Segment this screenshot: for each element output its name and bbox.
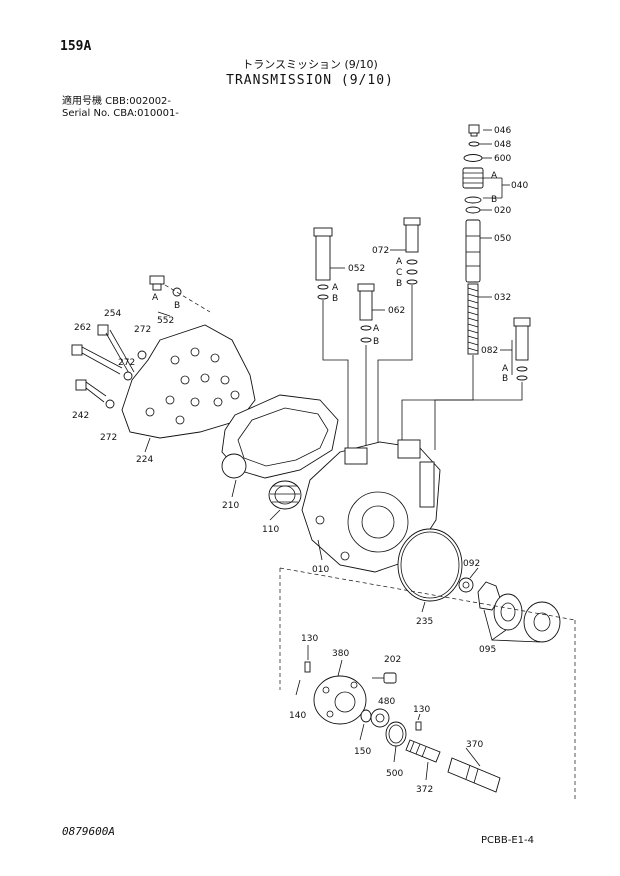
callout-224: 224 <box>136 455 153 465</box>
valve-082 <box>513 317 531 381</box>
letter-c-072: C <box>396 268 402 278</box>
valve-052 <box>313 227 333 300</box>
letter-a-052: A <box>332 283 339 293</box>
washer-272b <box>123 371 133 381</box>
shaft-370 <box>447 757 501 793</box>
callout-210: 210 <box>222 501 239 511</box>
switch-552 <box>149 275 182 297</box>
callout-262: 262 <box>74 323 91 333</box>
pump-housing-010 <box>301 439 441 573</box>
callout-095: 095 <box>479 645 496 655</box>
callout-272-c: 272 <box>100 433 117 443</box>
callout-242: 242 <box>72 411 89 421</box>
gear-set-095 <box>477 581 561 643</box>
callout-072: 072 <box>372 246 389 256</box>
letter-b-040: B <box>491 195 497 205</box>
callout-050: 050 <box>494 234 511 244</box>
callout-010: 010 <box>312 565 329 575</box>
callout-130-a: 130 <box>301 634 318 644</box>
pin-130-lower <box>415 721 422 731</box>
letter-b-552: B <box>174 301 180 311</box>
cover-plate-224 <box>121 324 256 439</box>
callout-202: 202 <box>384 655 401 665</box>
o-ring-235 <box>397 528 463 602</box>
bolt-242 <box>75 379 107 403</box>
gasket-210 <box>221 394 339 479</box>
callout-046: 046 <box>494 126 511 136</box>
callout-235: 235 <box>416 617 433 627</box>
drawing-code: 0879600A <box>62 825 115 838</box>
washer-150 <box>360 709 372 723</box>
valve-assembly-040 <box>462 167 484 204</box>
washer-272c <box>105 399 115 409</box>
bolt-202 <box>372 672 397 684</box>
applicable-machine-line: 適用号機 CBB:002002- <box>62 96 172 107</box>
snap-ring-500 <box>385 721 407 747</box>
callout-272-a: 272 <box>134 325 151 335</box>
valve-072 <box>403 217 421 285</box>
callout-040: 040 <box>511 181 528 191</box>
flange-380 <box>313 675 367 725</box>
letter-b-062: B <box>373 337 379 347</box>
pin-140 <box>295 679 301 696</box>
letter-b-052: B <box>332 294 338 304</box>
callout-130-b: 130 <box>413 705 430 715</box>
plug-046 <box>468 124 480 137</box>
callout-600: 600 <box>494 154 511 164</box>
callout-082: 082 <box>481 346 498 356</box>
washer-272a <box>137 350 147 360</box>
callout-062: 062 <box>388 306 405 316</box>
callout-020: 020 <box>494 206 511 216</box>
callout-500: 500 <box>386 769 403 779</box>
title-english: TRANSMISSION (9/10) <box>226 73 394 88</box>
callout-480: 480 <box>378 697 395 707</box>
letter-a-072: A <box>396 257 403 267</box>
bearing-110 <box>268 480 302 510</box>
page-number: 159A <box>60 39 92 54</box>
callout-052: 052 <box>348 264 365 274</box>
bushing-092 <box>458 577 474 593</box>
callout-150: 150 <box>354 747 371 757</box>
callout-032: 032 <box>494 293 511 303</box>
seal-480 <box>370 708 390 728</box>
callout-092: 092 <box>463 559 480 569</box>
valve-062 <box>357 283 375 343</box>
letter-a-082: A <box>502 364 509 374</box>
callout-110: 110 <box>262 525 279 535</box>
spring-032 <box>467 283 479 355</box>
bolt-254 <box>97 324 135 376</box>
callout-372: 372 <box>416 785 433 795</box>
o-ring-020 <box>465 206 481 214</box>
bolt-262 <box>71 344 123 375</box>
letter-a-062: A <box>373 324 380 334</box>
callout-140: 140 <box>289 711 306 721</box>
callout-370: 370 <box>466 740 483 750</box>
pin-130-upper <box>304 661 311 673</box>
callout-552: 552 <box>157 316 174 326</box>
letter-a-040: A <box>491 171 498 181</box>
callout-272-b: 272 <box>118 358 135 368</box>
letter-b-082: B <box>502 374 508 384</box>
spool-050 <box>465 219 481 283</box>
serial-number-line: Serial No. CBA:010001- <box>62 108 179 119</box>
sheet-code: PCBB-E1-4 <box>481 835 534 846</box>
o-ring-048 <box>468 141 480 147</box>
title-japanese: トランスミッション (9/10) <box>242 58 378 71</box>
shaft-372 <box>405 739 441 763</box>
callout-048: 048 <box>494 140 511 150</box>
callout-254: 254 <box>104 309 121 319</box>
o-ring-600 <box>463 154 483 162</box>
letter-b-072: B <box>396 279 402 289</box>
callout-380: 380 <box>332 649 349 659</box>
letter-a-552: A <box>152 293 159 303</box>
